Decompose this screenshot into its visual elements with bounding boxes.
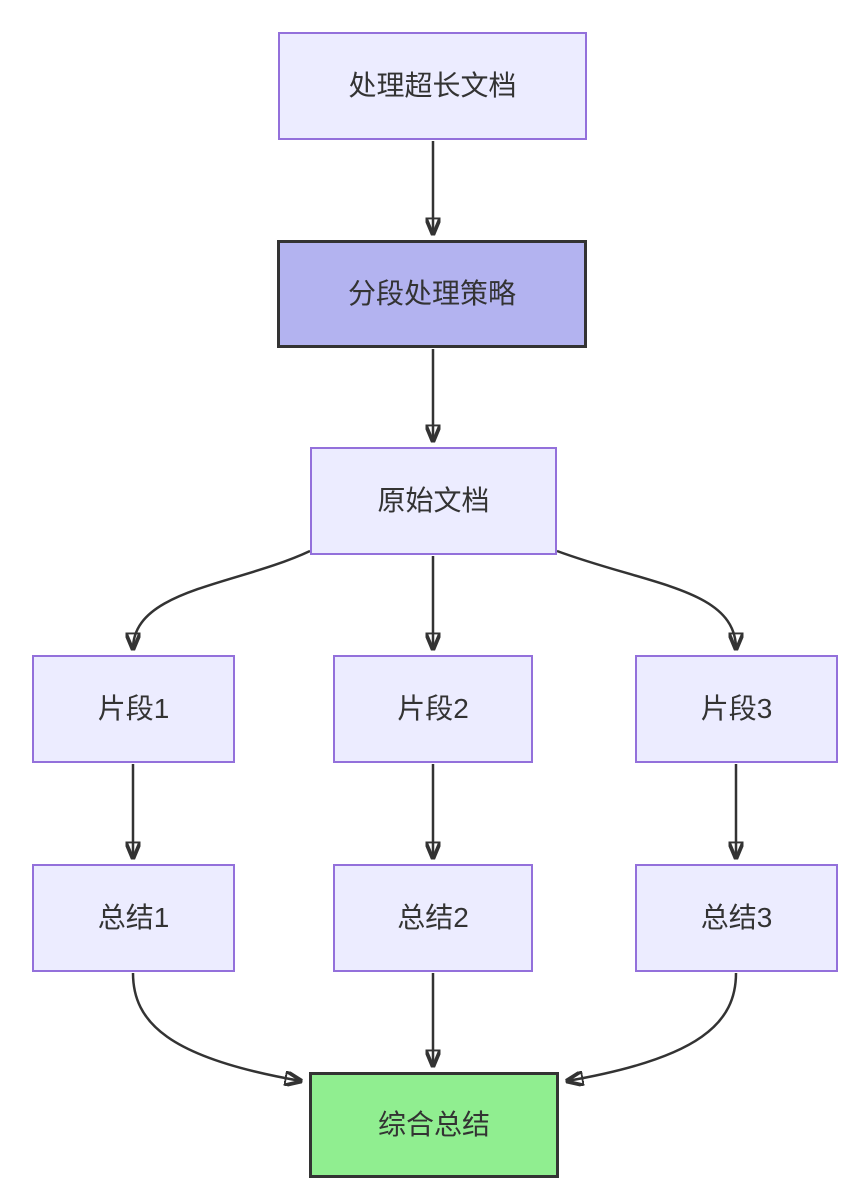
node-original-document: 原始文档 xyxy=(310,447,557,555)
node-fragment-2: 片段2 xyxy=(333,655,533,763)
node-segmentation-strategy: 分段处理策略 xyxy=(277,240,587,348)
node-summary-2: 总结2 xyxy=(333,864,533,972)
node-process-long-document: 处理超长文档 xyxy=(278,32,587,140)
edge-C-D xyxy=(133,549,311,649)
node-summary-1: 总结1 xyxy=(32,864,235,972)
edge-C-F xyxy=(556,549,736,649)
node-combined-summary: 综合总结 xyxy=(309,1072,559,1178)
edge-G-J xyxy=(131,972,301,1081)
node-summary-3: 总结3 xyxy=(635,864,838,972)
node-fragment-1: 片段1 xyxy=(32,655,235,763)
node-fragment-3: 片段3 xyxy=(635,655,838,763)
edge-I-J xyxy=(567,972,738,1081)
